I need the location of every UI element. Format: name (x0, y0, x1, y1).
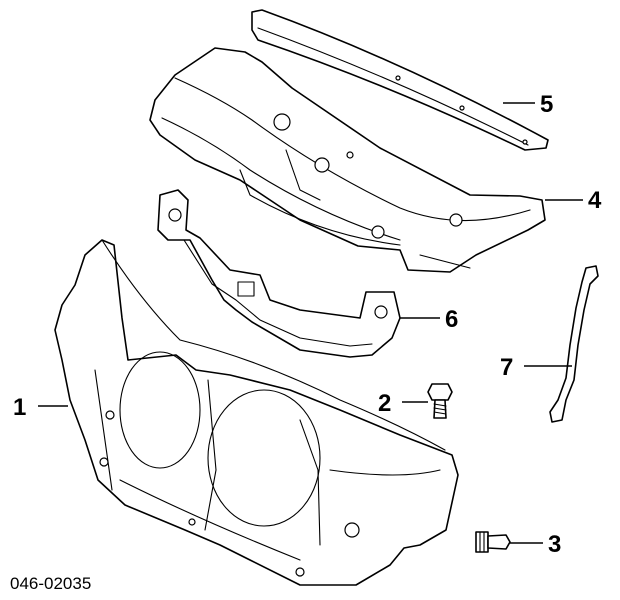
part-4-upper-cross-member (149, 47, 546, 273)
callout-6: 6 (445, 306, 458, 333)
part-5-upper-strip (251, 9, 549, 151)
part-7-strap (549, 265, 599, 423)
diagram-code: 046-02035 (10, 574, 91, 593)
callout-4: 4 (588, 187, 602, 214)
callout-1: 1 (13, 394, 26, 421)
part-3-bolt (475, 531, 511, 553)
callout-7: 7 (500, 354, 513, 381)
callout-2: 2 (378, 390, 391, 417)
part-1-front-panel-frame (54, 239, 459, 586)
part-2-bolt (427, 383, 453, 419)
callout-3: 3 (548, 531, 561, 558)
callout-5: 5 (540, 91, 553, 118)
